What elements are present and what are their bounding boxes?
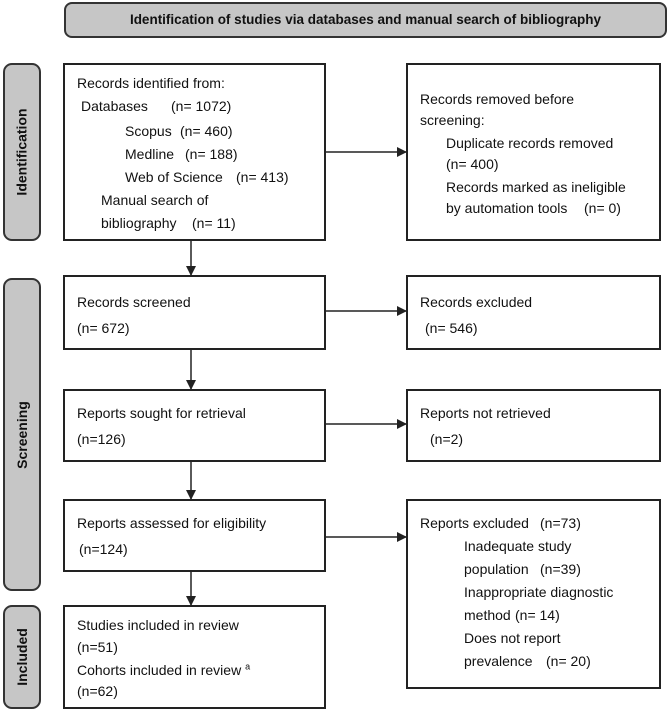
screened-title: Records screened (77, 294, 191, 310)
phase-screening: Screening (3, 278, 41, 591)
reason-2-line-1: Inappropriate diagnostic (464, 584, 614, 600)
identified-medline: Medline (125, 146, 175, 162)
reason-3-line-2: prevalence (464, 653, 533, 669)
box-reports-excluded: Reports excluded (n=73) Inadequate study… (406, 499, 661, 689)
identified-manual-1: Manual search of (101, 192, 209, 208)
included-cohorts-label: Cohorts included in review (77, 662, 242, 678)
sought-title: Reports sought for retrieval (77, 405, 246, 421)
phase-included: Included (3, 605, 41, 709)
reason-2-n: (n= 14) (515, 607, 560, 623)
identified-title: Records identified from: (77, 75, 225, 91)
included-cohorts: Cohorts included in review a (77, 660, 250, 681)
phase-identification: Identification (3, 63, 41, 241)
removed-ineligible-2: by automation tools (446, 200, 568, 216)
included-cohorts-n: (n=62) (77, 683, 118, 699)
identified-scopus-n: (n= 460) (180, 123, 233, 139)
phase-included-label: Included (14, 628, 30, 686)
included-studies-n: (n=51) (77, 639, 118, 655)
reason-1-line-1: Inadequate study (464, 538, 572, 554)
box-records-excluded: Records excluded (n= 546) (406, 275, 661, 350)
excluded-title: Records excluded (420, 294, 533, 310)
removed-title-2: screening: (420, 112, 485, 128)
included-cohorts-footnote: a (245, 661, 251, 672)
box-records-removed: Records removed before screening: Duplic… (406, 63, 661, 241)
box-reports-sought: Reports sought for retrieval (n=126) (63, 389, 326, 462)
box-records-identified: Records identified from: Databases (n= 1… (63, 63, 326, 241)
box-reports-not-retrieved: Reports not retrieved (n=2) (406, 389, 661, 462)
identified-wos-n: (n= 413) (236, 169, 289, 185)
phase-screening-label: Screening (14, 400, 31, 469)
identified-manual-n: (n= 11) (192, 215, 236, 231)
identified-scopus: Scopus (125, 123, 172, 139)
removed-title-1: Records removed before (420, 91, 575, 107)
not-retrieved-n: (n=2) (430, 431, 464, 447)
removed-ineligible-n: (n= 0) (584, 200, 621, 216)
screened-n: (n= 672) (77, 320, 130, 336)
not-retrieved-title: Reports not retrieved (420, 405, 551, 421)
identified-wos: Web of Science (125, 169, 223, 185)
removed-duplicates-n: (n= 400) (446, 156, 499, 172)
removed-duplicates: Duplicate records removed (446, 135, 614, 151)
reason-3-line-1: Does not report (464, 630, 561, 646)
box-studies-included: Studies included in review (n=51) Cohort… (63, 605, 326, 709)
assessed-n: (n=124) (79, 541, 128, 557)
excluded-n: (n= 546) (425, 320, 478, 336)
box-reports-assessed: Reports assessed for eligibility (n=124) (63, 499, 326, 572)
assessed-title: Reports assessed for eligibility (77, 515, 267, 531)
reports-excluded-n: (n=73) (540, 515, 581, 531)
reports-excluded-title: Reports excluded (420, 515, 529, 531)
included-studies: Studies included in review (77, 617, 239, 633)
reason-3-n: (n= 20) (546, 653, 591, 669)
sought-n: (n=126) (77, 431, 126, 447)
reason-1-line-2: population (464, 561, 529, 577)
reason-2-line-2: method (464, 607, 511, 623)
reason-1-n: (n=39) (540, 561, 581, 577)
box-records-screened: Records screened (n= 672) (63, 275, 326, 350)
identified-databases-n: (n= 1072) (171, 98, 232, 114)
removed-ineligible-1: Records marked as ineligible (446, 179, 626, 195)
phase-identification-label: Identification (14, 108, 30, 196)
identified-manual-2: bibliography (101, 215, 177, 231)
header-banner: Identification of studies via databases … (64, 2, 667, 38)
identified-medline-n: (n= 188) (185, 146, 238, 162)
identified-databases: Databases (81, 98, 148, 114)
